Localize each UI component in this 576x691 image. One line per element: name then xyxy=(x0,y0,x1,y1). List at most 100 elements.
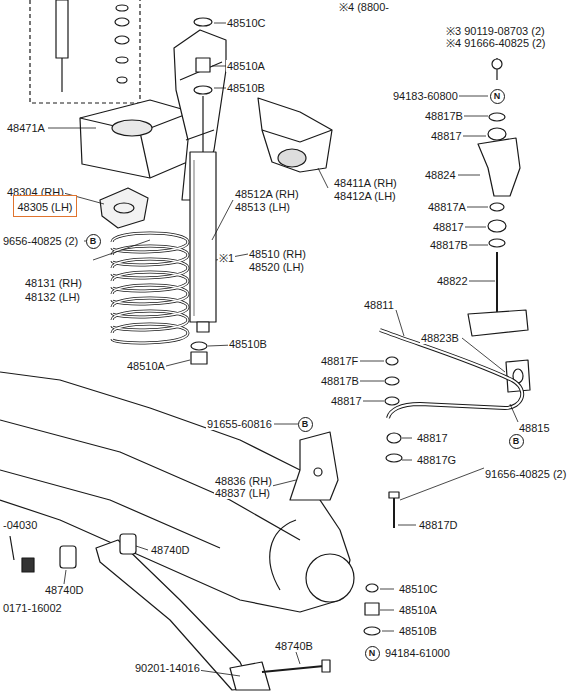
leader-lines-stroke xyxy=(468,245,488,246)
stabilizer-bracket-parts-stroke xyxy=(488,128,506,140)
lateral-control-rod-stroke xyxy=(322,660,330,672)
leader-lines-stroke xyxy=(464,227,486,228)
callout-number: 48811 xyxy=(363,299,395,311)
leader-lines-stroke xyxy=(398,525,416,526)
leader-lines-stroke xyxy=(382,631,394,632)
leader-lines-stroke xyxy=(380,610,394,611)
shock-top-parts-stroke xyxy=(56,0,68,58)
coil-spring-stroke xyxy=(112,272,188,291)
node-text: B xyxy=(302,419,309,429)
leader-lines-stroke xyxy=(166,360,190,366)
shock-absorber-stroke xyxy=(202,96,203,152)
callout-number: 48510B xyxy=(226,82,266,94)
callout-number: 48817G xyxy=(416,454,457,466)
stabilizer-bar-stroke xyxy=(380,330,522,418)
stabilizer-bracket-parts-stroke xyxy=(489,239,505,247)
axle-housing-stroke xyxy=(306,554,354,602)
callout-number: 94184-61000 xyxy=(384,647,451,659)
shock-absorber-stroke xyxy=(191,342,207,350)
leader-lines-stroke xyxy=(360,401,384,402)
shock-absorber-stroke xyxy=(191,352,207,364)
node-text: N xyxy=(494,91,501,101)
circled-letter: N xyxy=(365,646,380,661)
callout-number: 48817A xyxy=(427,201,467,213)
link-small-parts-stroke xyxy=(387,433,401,443)
spring-seat-stroke xyxy=(100,188,148,228)
callout-number: 48510C xyxy=(226,17,267,29)
nut-pin-stroke xyxy=(22,558,34,572)
nut-pin xyxy=(10,536,34,572)
shock-top-parts-stroke xyxy=(117,77,127,83)
node-text: 48305 (LH) xyxy=(17,201,72,213)
spring-seat-stroke xyxy=(114,203,134,213)
callout-number: 48740D xyxy=(44,584,85,596)
leader-lines-stroke xyxy=(466,207,488,208)
callout-number: 48510A xyxy=(126,360,166,372)
callout-number: 48836 (RH) xyxy=(214,475,273,487)
coil-spring-stroke xyxy=(112,246,188,265)
callout-number: 48512A (RH) xyxy=(234,188,300,200)
bump-stopper-bracket-stroke xyxy=(258,98,332,172)
lower-shock-parts-stroke xyxy=(364,627,380,635)
lower-shock-parts-stroke xyxy=(365,603,379,615)
lateral-bracket-stroke xyxy=(290,432,338,500)
nut-pin-stroke xyxy=(10,536,14,560)
lateral-control-rod-stroke xyxy=(60,546,76,568)
spring-seat xyxy=(100,188,148,228)
shock-absorber-stroke xyxy=(190,152,216,322)
frame-bracket-stroke xyxy=(80,100,192,178)
link-small-parts-stroke xyxy=(389,492,399,498)
callout-number: 48740D xyxy=(150,544,191,556)
stabilizer-bracket-parts-stroke xyxy=(489,113,505,121)
callout-number: 48411A (RH) xyxy=(333,177,398,189)
callout-number: 48815 xyxy=(518,422,551,434)
stabilizer-bracket-parts xyxy=(468,58,530,392)
dashed-frame xyxy=(30,0,140,103)
link-small-parts-stroke xyxy=(386,454,402,462)
shock-absorber-stroke xyxy=(194,160,195,316)
coil-spring-stroke xyxy=(112,259,188,278)
axle-housing-stroke xyxy=(0,420,300,540)
shock-top-parts xyxy=(56,0,129,92)
shock-absorber-stroke xyxy=(194,18,212,26)
shock-absorber xyxy=(190,18,216,364)
stabilizer-bracket-parts-stroke xyxy=(496,252,498,316)
callout-number: 48817F xyxy=(320,355,359,367)
axle-housing-stroke xyxy=(270,520,296,590)
lateral-control-rod xyxy=(60,534,330,690)
callout-number: 48817B xyxy=(320,375,360,387)
callout-number: 48817 xyxy=(432,221,465,233)
lateral-control-rod-stroke xyxy=(262,666,324,672)
frame-bracket xyxy=(80,100,192,178)
axle-housing-stroke xyxy=(0,470,220,548)
shock-top-parts-stroke xyxy=(116,5,128,11)
leader-lines-stroke xyxy=(462,338,505,372)
coil-spring-stroke xyxy=(112,285,188,304)
coil-spring-stroke xyxy=(112,324,188,343)
callout-number: 48817D xyxy=(418,519,459,531)
lateral-control-rod-stroke xyxy=(96,540,252,690)
leader-lines-stroke xyxy=(458,175,480,176)
leader-lines-stroke xyxy=(318,168,328,188)
coil-spring-stroke xyxy=(112,311,188,330)
callout-number: 48824 xyxy=(424,169,457,181)
axle-housing xyxy=(0,372,354,612)
callout-number: 48817 xyxy=(430,130,463,142)
stabilizer-bracket-parts-stroke xyxy=(468,310,528,336)
circled-letter: B xyxy=(509,434,524,449)
shock-absorber-stroke xyxy=(194,86,212,94)
callout-number: 48822 xyxy=(436,275,469,287)
callout-number: 48520 (LH) xyxy=(248,261,305,273)
stabilizer-bar xyxy=(380,330,522,418)
callout-number: 48817B xyxy=(429,239,469,251)
shock-absorber-stroke xyxy=(196,58,210,72)
lateral-bracket xyxy=(290,432,338,500)
callout-number: 48513 (LH) xyxy=(234,201,291,213)
lateral-control-rod-stroke xyxy=(230,662,270,690)
link-small-parts-stroke xyxy=(393,496,395,528)
bump-stopper-bracket-stroke xyxy=(262,130,332,142)
callout-number: 48823B xyxy=(420,332,460,344)
node-text: N xyxy=(369,648,376,658)
